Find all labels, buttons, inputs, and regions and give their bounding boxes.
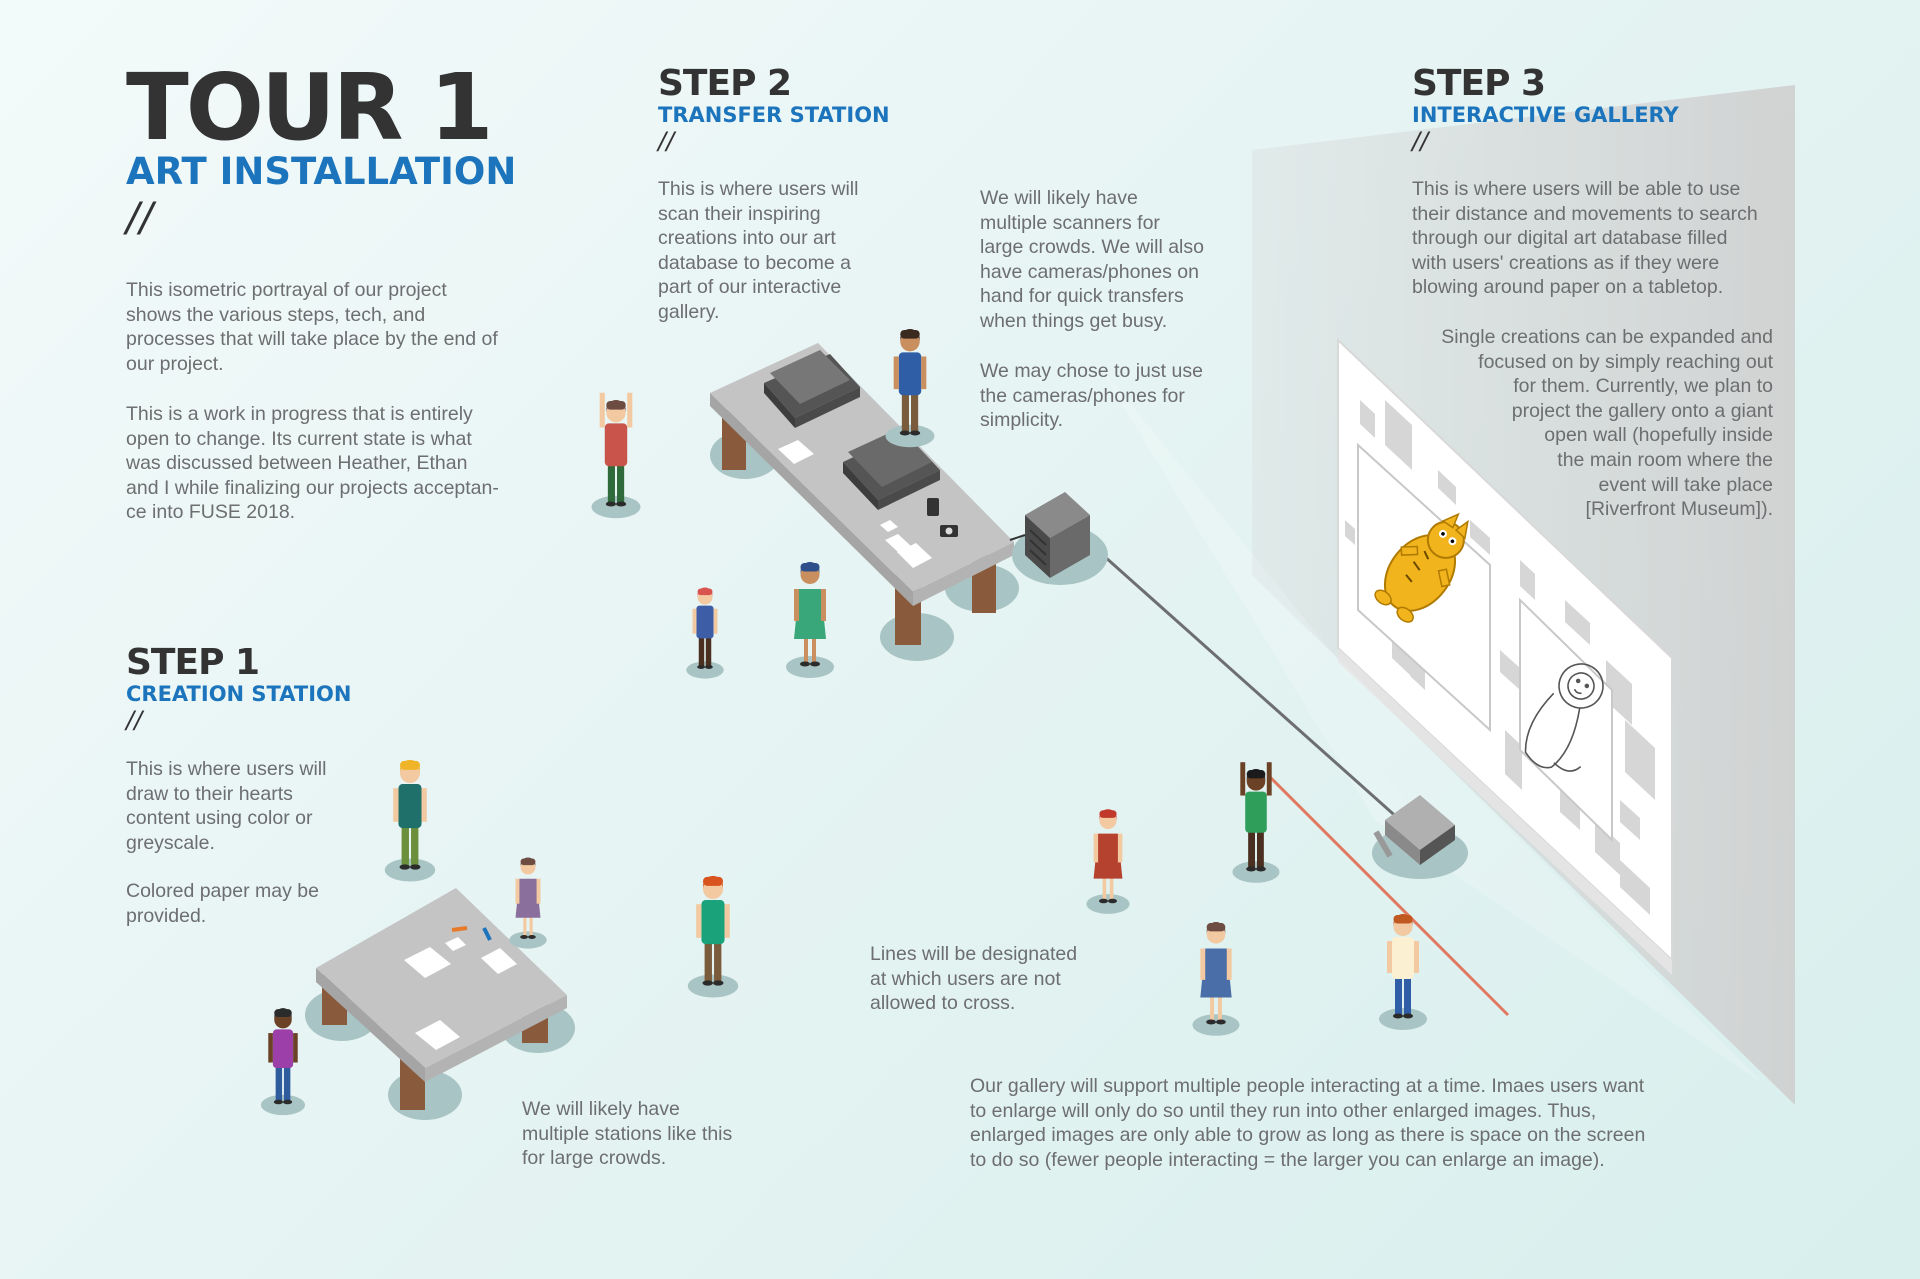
step1-title: STEP 1 xyxy=(126,642,260,683)
paper-sheet xyxy=(481,948,517,974)
person-figure xyxy=(1232,762,1280,883)
person-figure xyxy=(686,587,724,679)
step1-divider: // xyxy=(126,706,143,734)
person-figure xyxy=(1192,922,1240,1036)
creation-station xyxy=(305,888,575,1120)
person-shadow xyxy=(1232,861,1280,883)
computer-tower-icon xyxy=(1012,492,1108,585)
step2-description: This is where users will scan their insp… xyxy=(658,178,859,323)
person-figure xyxy=(1086,809,1130,914)
person-figure xyxy=(260,1008,306,1116)
projector-icon xyxy=(1372,795,1468,879)
people-group xyxy=(260,328,1427,1116)
person-shadow xyxy=(260,1094,306,1116)
title-divider: // xyxy=(126,195,153,241)
transfer-station xyxy=(710,343,1019,661)
colored-pencil xyxy=(451,926,468,932)
step2-subtitle: TRANSFER STATION xyxy=(658,103,890,127)
step1-description: This is where users will draw to their h… xyxy=(126,758,327,854)
step2-divider: // xyxy=(658,127,675,155)
step1-subtitle: CREATION STATION xyxy=(126,682,352,706)
page-subtitle: ART INSTALLATION xyxy=(126,150,517,193)
person-figure xyxy=(591,392,641,519)
scanner-icon xyxy=(764,350,860,428)
person-figure xyxy=(687,875,739,998)
paper-sheet xyxy=(415,1020,460,1050)
gallery-interaction-note: Our gallery will support multiple people… xyxy=(970,1075,1646,1171)
step3-title: STEP 3 xyxy=(1412,63,1546,104)
step3-subtitle: INTERACTIVE GALLERY xyxy=(1412,103,1679,127)
phone-icon xyxy=(927,498,939,516)
person-shadow xyxy=(686,661,724,679)
projection-screen-edge xyxy=(1338,648,1672,975)
boundary-line xyxy=(1266,773,1510,1017)
colored-pencil xyxy=(482,927,492,941)
paper-sheet xyxy=(445,937,466,951)
camera-icon xyxy=(940,525,958,537)
step1-stations-note: We will likely have multiple stations li… xyxy=(522,1098,733,1170)
step3-description: This is where users will be able to use … xyxy=(1412,178,1758,299)
person-figure xyxy=(509,857,547,949)
step3-expansion-note: Single creations can be expanded and foc… xyxy=(1441,326,1773,521)
gallery-image-cat xyxy=(1357,442,1491,733)
paper-sheet xyxy=(880,520,898,532)
gallery-thumbnails xyxy=(1345,400,1655,915)
person-figure xyxy=(786,562,834,678)
person-figure xyxy=(1379,914,1427,1030)
step3-divider: // xyxy=(1412,127,1429,155)
page-title: TOUR 1 xyxy=(126,54,494,161)
person-shadow xyxy=(384,858,436,882)
paper-sheet xyxy=(404,947,451,978)
person-shadow xyxy=(1086,894,1130,914)
person-shadow xyxy=(786,656,834,678)
person-shadow xyxy=(687,974,739,998)
step2-title: STEP 2 xyxy=(658,63,792,104)
person-figure xyxy=(885,328,935,448)
step2-cameras-note: We may chose to just use the cameras/pho… xyxy=(980,360,1203,432)
projector-cable xyxy=(1094,546,1401,822)
person-shadow xyxy=(509,931,547,949)
gallery-wall xyxy=(1095,85,1795,1105)
person-shadow xyxy=(591,495,641,519)
step1-paper-note: Colored paper may be provided. xyxy=(126,880,319,927)
intro-paragraph-1: This isometric portrayal of our project … xyxy=(126,279,498,375)
person-figure xyxy=(384,759,436,882)
person-shadow xyxy=(1192,1014,1240,1036)
paper-sheet xyxy=(778,440,814,464)
intro-paragraph-2: This is a work in progress that is entir… xyxy=(126,403,499,524)
person-shadow xyxy=(885,424,935,448)
boundary-lines-note: Lines will be designated at which users … xyxy=(870,943,1078,1015)
step2-scanners-note: We will likely have multiple scanners fo… xyxy=(980,187,1204,332)
paper-sheet xyxy=(897,543,932,568)
person-shadow xyxy=(1379,1008,1427,1030)
gallery-image-lion xyxy=(1519,597,1613,843)
